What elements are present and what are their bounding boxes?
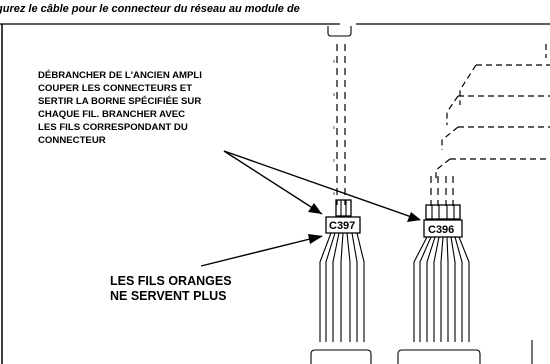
note-arrow [200,234,323,267]
connector-c396: C396 [397,204,481,364]
c396-terminal-housing [425,204,461,220]
c396-label: C396 [428,224,454,236]
note-line-1: LES FILS ORANGES [110,274,232,288]
instruction-line-6: CONNECTEUR [38,135,106,146]
instruction-block: DÉBRANCHER DE L'ANCIEN AMPLI COUPER LES … [38,69,202,146]
note-line-2: NE SERVENT PLUS [110,289,226,303]
c397-terminal-housing [335,199,352,217]
c397-label: C397 [329,220,355,232]
top-cable-bracket [327,26,352,205]
connector-c397: C397 [310,199,372,364]
instruction-line-2: COUPER LES CONNECTEURS ET [38,83,192,94]
right-dashed-wires [430,44,550,206]
note-block: LES FILS ORANGES NE SERVENT PLUS [110,274,232,303]
instruction-line-4: CHAQUE FIL. BRANCHER AVEC [38,109,185,120]
instruction-line-3: SERTIR LA BORNE SPÉCIFIÉE SUR [38,95,201,107]
instruction-line-1: DÉBRANCHER DE L'ANCIEN AMPLI [38,69,202,81]
instruction-line-5: LES FILS CORRESPONDANT DU [38,122,188,133]
instruction-arrows [223,150,421,222]
caption-text: gurez le câble pour le connecteur du rés… [0,3,300,15]
